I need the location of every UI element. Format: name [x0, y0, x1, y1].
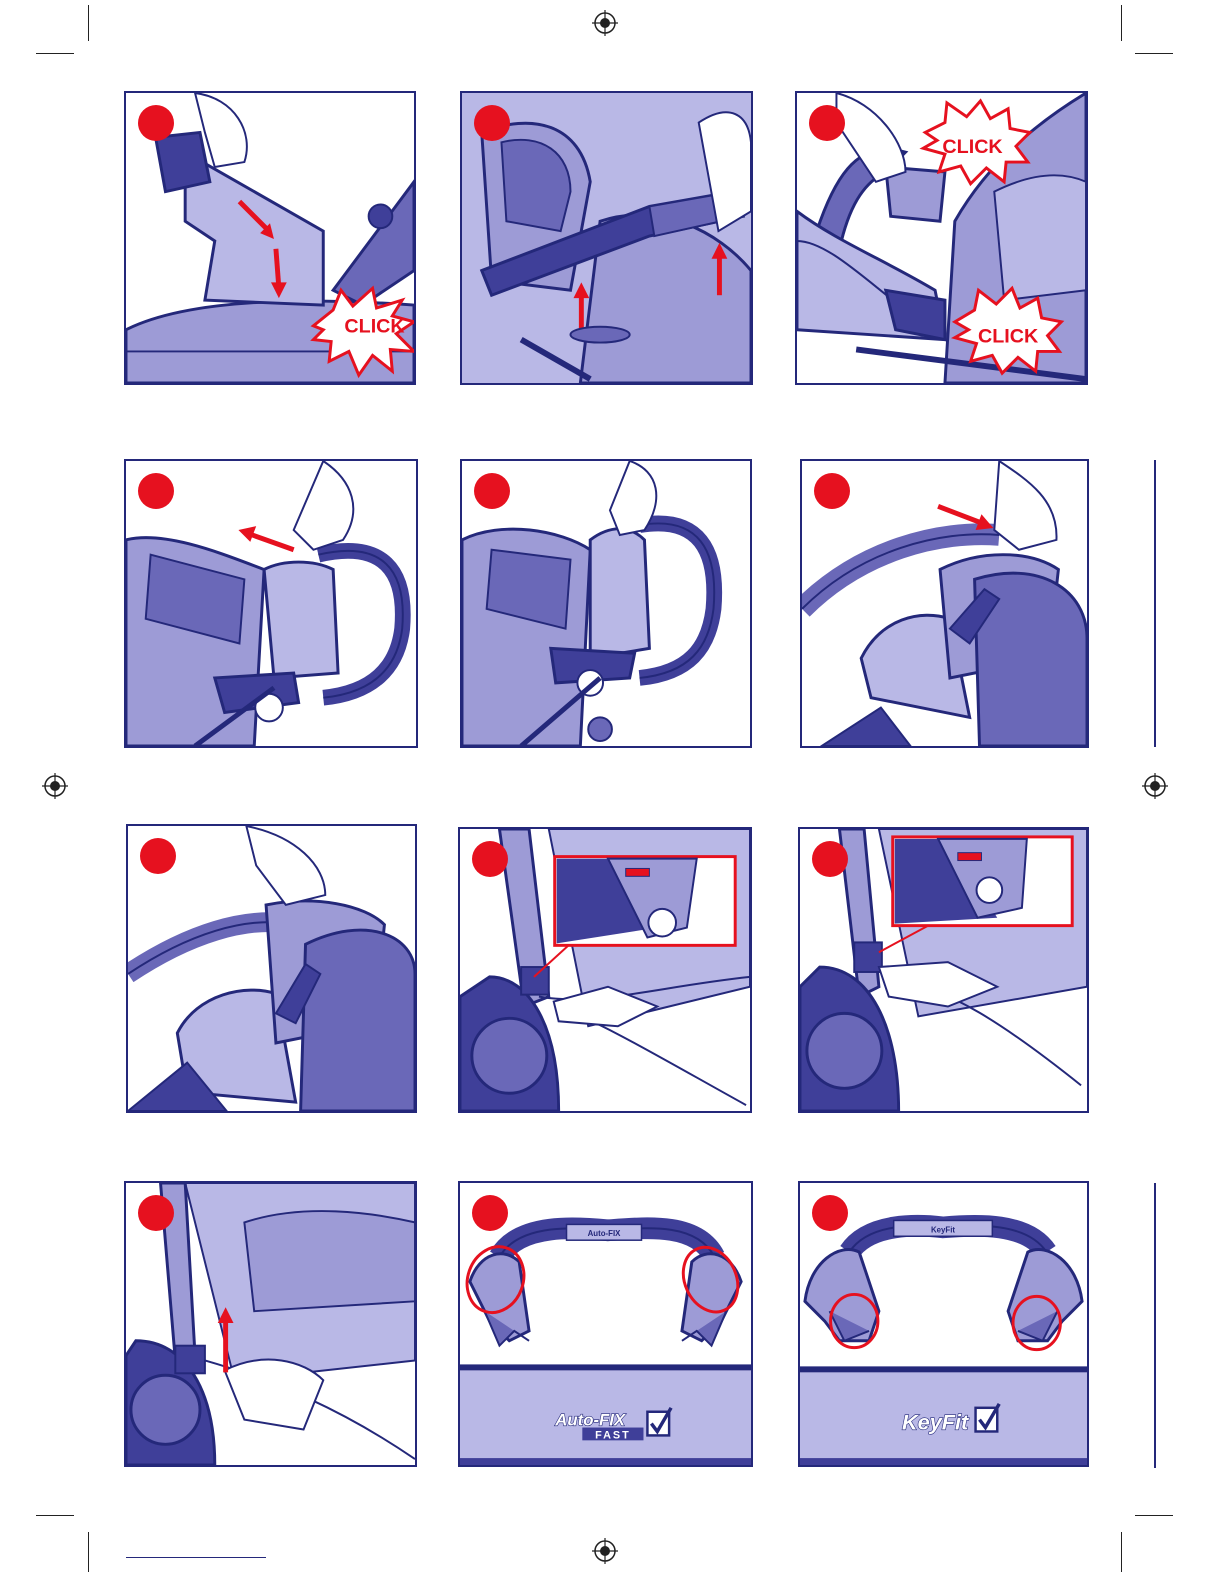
registration-mark-icon [1142, 773, 1168, 799]
crop-mark [1121, 1532, 1122, 1572]
step-marker [812, 841, 848, 877]
step-marker [138, 473, 174, 509]
step-panel-1: CLICK [124, 91, 416, 385]
crop-mark [1121, 5, 1122, 41]
step-marker [138, 1195, 174, 1231]
step-marker [814, 473, 850, 509]
step-panel-6 [800, 459, 1089, 748]
registration-mark-icon [42, 773, 68, 799]
crop-mark [36, 53, 74, 54]
crop-mark [88, 1532, 89, 1572]
step-panel-12: KeyFit KeyFit [798, 1181, 1089, 1467]
brand-line-2: FAST [595, 1429, 631, 1441]
brand-line-1: KeyFit [902, 1410, 969, 1435]
brand-line-1: Auto-FIX [554, 1411, 626, 1430]
step-marker [812, 1195, 848, 1231]
step-panel-2 [460, 91, 753, 385]
click-callout: CLICK [344, 316, 405, 338]
check-mark-icon [976, 1404, 1000, 1432]
step-marker [140, 838, 176, 874]
edge-rule [1154, 460, 1156, 747]
edge-rule [1154, 1183, 1156, 1468]
handle-label: Auto-FIX [588, 1229, 622, 1238]
check-mark-icon [647, 1408, 671, 1436]
crop-mark [36, 1515, 74, 1516]
step-panel-3: CLICK CLICK [795, 91, 1088, 385]
step-panel-11: Auto-FIX Auto-FIX FAST [458, 1181, 753, 1467]
step-panel-8 [458, 827, 752, 1113]
handle-label: KeyFit [931, 1225, 955, 1234]
step-marker [138, 105, 174, 141]
click-callout-top: CLICK [942, 136, 1003, 158]
step-panel-4 [124, 459, 418, 748]
step-panel-5 [460, 459, 752, 748]
step-marker [472, 1195, 508, 1231]
step-panel-9 [798, 827, 1089, 1113]
crop-mark [1135, 53, 1173, 54]
step-marker [472, 841, 508, 877]
registration-mark-icon [592, 1538, 618, 1564]
step-panel-7 [126, 824, 417, 1113]
step-marker [809, 105, 845, 141]
footer-rule [126, 1557, 266, 1558]
crop-mark [1135, 1515, 1173, 1516]
step-marker [474, 473, 510, 509]
click-callout-bottom: CLICK [978, 326, 1039, 348]
crop-mark [88, 5, 89, 41]
step-marker [474, 105, 510, 141]
registration-mark-icon [592, 10, 618, 36]
step-panel-10 [124, 1181, 417, 1467]
